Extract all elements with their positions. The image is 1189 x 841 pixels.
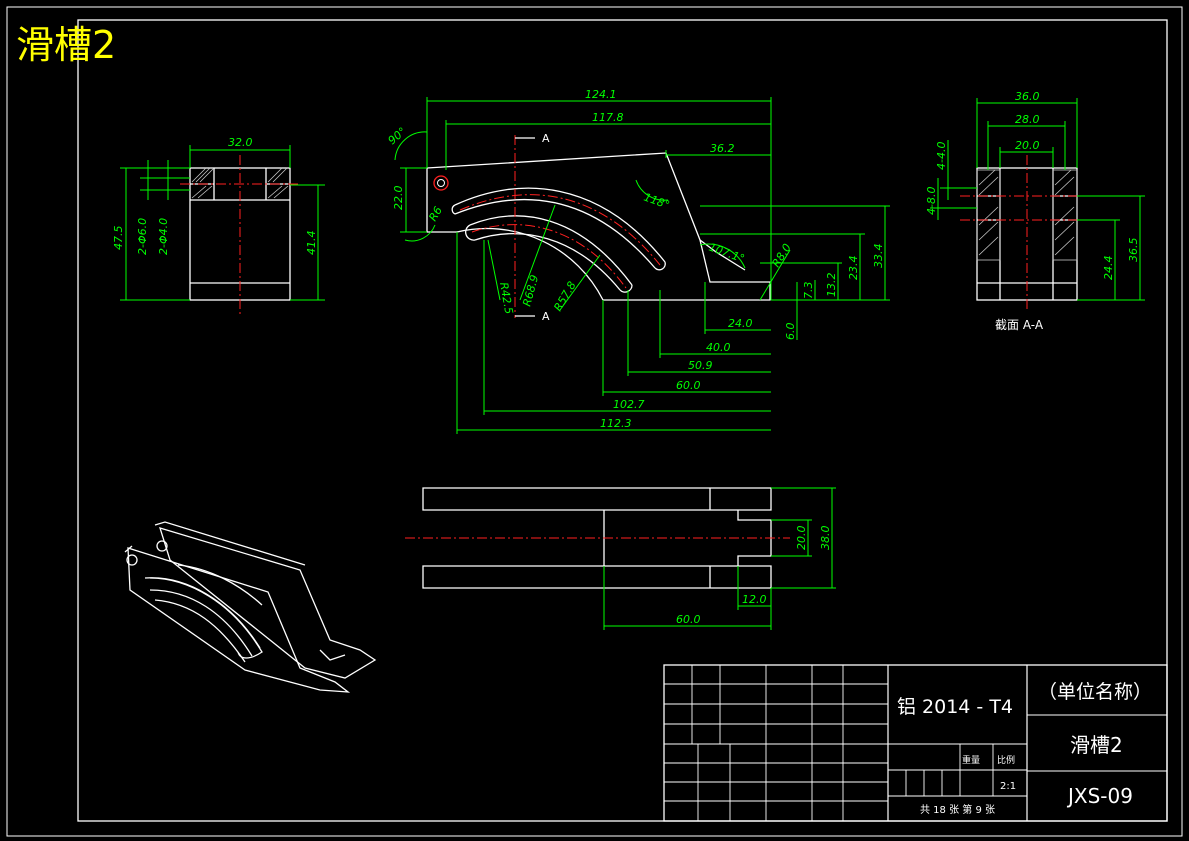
dim-47-5: 47.5	[112, 226, 125, 251]
drawing-title: 滑槽2	[16, 23, 116, 67]
iso-front-plate	[127, 547, 351, 693]
section-mark-bottom: A	[542, 310, 550, 323]
dim-angle-90: 90°	[386, 125, 409, 147]
left-view-hatch	[191, 167, 289, 199]
dim-50-9: 50.9	[688, 359, 713, 372]
section-caption: 截面 A-A	[995, 318, 1044, 332]
dim-angle-118: 118°	[642, 191, 671, 212]
sheet-info: 共 18 张 第 9 张	[920, 803, 995, 816]
isometric-view	[124, 521, 377, 693]
scale-label: 比例	[997, 754, 1015, 766]
dim-7-3: 7.3	[802, 282, 815, 300]
scale-value: 2:1	[1000, 781, 1016, 792]
dim-60-0-top: 60.0	[676, 613, 701, 626]
dim-20-0-section: 20.0	[1015, 139, 1040, 152]
dim-2-phi6: 2-Φ6.0	[136, 218, 149, 255]
dim-6-0: 6.0	[784, 323, 797, 341]
weight-label: 重量	[962, 754, 980, 766]
dim-112-3: 112.3	[600, 417, 632, 430]
dim-32-0: 32.0	[228, 136, 253, 149]
dim-12-0: 12.0	[742, 593, 767, 606]
pivot-hole	[433, 175, 449, 191]
dim-102-7: 102.7	[613, 398, 645, 411]
left-view: 32.0 47.5 2-Φ6.0 2-Φ4.0 41.4	[112, 136, 325, 315]
dim-24-4: 24.4	[1102, 256, 1115, 281]
iso-back-plate	[159, 527, 377, 679]
dim-40-0: 40.0	[706, 341, 731, 354]
dim-4-8-0: 4-8.0	[925, 187, 938, 215]
front-view: A A 124.1 117.8 36.2 90° 22.0 R6 118° 10…	[386, 88, 890, 434]
part-name: 滑槽2	[1070, 733, 1123, 757]
dim-38-0: 38.0	[819, 526, 832, 551]
dim-41-4: 41.4	[305, 231, 318, 256]
top-view: 20.0 38.0 12.0 60.0	[405, 487, 836, 630]
front-view-outline	[426, 152, 771, 301]
inner-border	[77, 19, 1168, 822]
title-block-frame	[663, 664, 1168, 822]
dim-20-0-top: 20.0	[795, 526, 808, 551]
dim-60-0: 60.0	[676, 379, 701, 392]
section-mark-top: A	[542, 132, 550, 145]
dim-22-0: 22.0	[392, 186, 405, 211]
dim-23-4: 23.4	[847, 256, 860, 281]
dim-13-2: 13.2	[825, 273, 838, 298]
dim-4-4-0: 4-4.0	[935, 142, 948, 170]
dim-117-8: 117.8	[592, 111, 624, 124]
material-label: 铝 2014 - T4	[897, 696, 1013, 718]
dim-r57-8: R57.8	[551, 279, 578, 313]
dim-r68-9: R68.9	[520, 273, 541, 307]
top-view-upper-plate	[422, 487, 772, 511]
dim-2-phi4: 2-Φ4.0	[157, 218, 170, 255]
dim-36-0-section: 36.0	[1015, 90, 1040, 103]
title-block: 铝 2014 - T4 重量 比例 2:1 共 18 张 第 9 张 （单位名称…	[663, 664, 1168, 822]
slot-inner	[469, 215, 633, 286]
dim-r8: R8.0	[770, 241, 794, 269]
drawing-number: JXS-09	[1066, 784, 1133, 808]
company-name: （单位名称）	[1038, 681, 1152, 703]
dim-28-0: 28.0	[1015, 113, 1040, 126]
dim-36-5: 36.5	[1127, 238, 1140, 263]
dim-r-small: R6	[426, 204, 445, 223]
dim-124-1: 124.1	[585, 88, 617, 101]
dim-24-0: 24.0	[728, 317, 753, 330]
top-view-lower-plate	[422, 565, 772, 589]
dim-r42-5: R42.5	[497, 281, 515, 315]
slot-centerline	[459, 194, 661, 266]
dim-36-2: 36.2	[710, 142, 735, 155]
outer-border	[6, 6, 1183, 837]
slot-outer-upper	[454, 187, 666, 263]
dim-33-4: 33.4	[872, 244, 885, 269]
section-view: 36.0 28.0 20.0 4-4.0 4-8.0 24.4 36.5 截面 …	[925, 90, 1145, 332]
dim-angle-107: 107.1°	[707, 241, 746, 266]
